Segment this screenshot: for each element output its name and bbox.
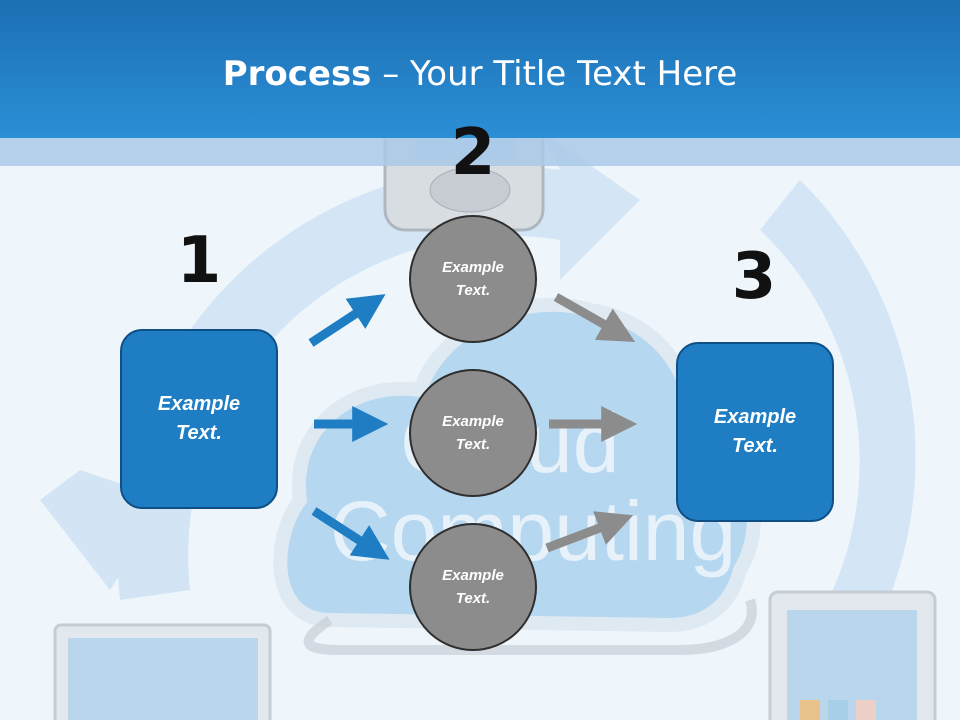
arrow-top-to-3 <box>553 293 636 343</box>
step-3-box: Example Text. <box>676 342 834 522</box>
arrow-1-to-top <box>308 294 386 347</box>
step-2-circle-bottom: Example Text. <box>409 523 537 651</box>
step-2-circle-middle: Example Text. <box>409 369 537 497</box>
step-1-box-text: Example Text. <box>157 393 241 444</box>
title-rest: – Your Title Text Here <box>371 54 738 94</box>
step-1-box: Example Text. <box>120 329 278 509</box>
step-number-2: 2 <box>450 116 496 190</box>
step-number-1: 1 <box>176 224 222 298</box>
circle-text: Example Text. <box>442 413 504 453</box>
slide-title: Process – Your Title Text Here <box>0 52 960 96</box>
title-bold: Process <box>222 54 372 94</box>
arrow-1-to-bottom <box>311 507 390 560</box>
step-number-3: 3 <box>731 240 777 314</box>
header-band <box>0 138 960 166</box>
cloud-caption-line2: Computing <box>330 484 736 578</box>
laptop-icon <box>53 623 272 720</box>
header-bar <box>0 0 960 138</box>
step-2-circle-top: Example Text. <box>409 215 537 343</box>
step-3-box-text: Example Text. <box>713 406 797 457</box>
circle-text: Example Text. <box>442 567 504 607</box>
circle-text: Example Text. <box>442 259 504 299</box>
arrow-bottom-to-3 <box>545 511 634 553</box>
tablet-icon <box>768 590 937 720</box>
